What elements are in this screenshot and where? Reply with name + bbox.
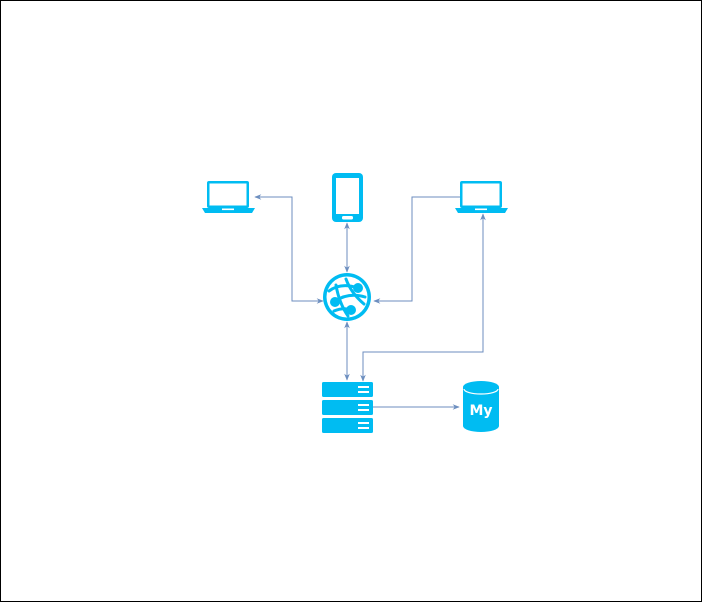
server-rack-icon[interactable] <box>322 382 373 433</box>
smartphone-icon[interactable] <box>332 173 363 222</box>
laptop-icon[interactable] <box>202 181 255 213</box>
edge-server-laptop-right[interactable] <box>360 213 486 382</box>
edges <box>254 194 486 410</box>
laptop-icon[interactable] <box>455 181 508 213</box>
edge-webapp-laptop-right[interactable] <box>373 194 467 304</box>
mysql-database-icon[interactable]: My <box>463 381 499 432</box>
mysql-label: My <box>469 403 492 419</box>
edge-webapp-laptop-left[interactable] <box>254 194 324 304</box>
azure-web-app-globe-icon[interactable] <box>323 273 371 321</box>
